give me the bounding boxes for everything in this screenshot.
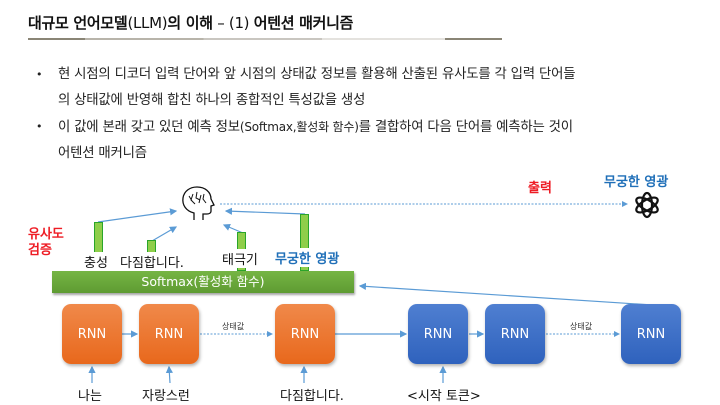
attention-word-3: 태극기	[222, 249, 258, 268]
bullet-2-line-2: 어텐션 매커니즘	[58, 146, 147, 161]
bullet-list: • 현 시점의 디코더 입력 단어와 앞 시점의 상태값 정보를 활용해 산출된…	[30, 62, 700, 167]
output-label: 출력	[528, 181, 552, 196]
encoder-input-1: 나는	[78, 389, 102, 404]
bullet-1-line-1: 현 시점의 디코더 입력 단어와 앞 시점의 상태값 정보를 활용해 산출된 유…	[58, 67, 576, 82]
bullet-2-text-a: 이 값에 본래 갖고 있던 예측 정보	[58, 120, 240, 135]
arrow-input-2	[165, 365, 173, 384]
title-dash: – (1)	[212, 14, 254, 32]
encoder-rnn-2: RNN	[139, 304, 199, 364]
attention-word-2: 다짐합니다.	[120, 252, 184, 271]
decoder-rnn-3: RNN	[621, 304, 681, 364]
encoder-input-2: 자랑스런	[142, 389, 190, 404]
encoder-rnn-1: RNN	[62, 304, 122, 364]
bullet-2-text-b: 를 결합하여 다음 단어를 예측하는 것이	[358, 120, 573, 135]
bullet-marker: •	[36, 68, 43, 81]
arrow-bar4-to-brain	[224, 207, 306, 215]
bullet-item-2: • 이 값에 본래 갖고 있던 예측 정보(Softmax,활성화 함수)를 결…	[30, 114, 700, 167]
arrow-bar2-to-brain	[151, 226, 178, 242]
similarity-bar-4	[300, 214, 309, 271]
attention-word-4: 무궁한 영광	[275, 248, 340, 267]
page-title: 대규모 언어모델(LLM)의 이해 – (1) 어텐션 매커니즘	[28, 12, 353, 33]
state-label-encoder: 상태값	[222, 322, 245, 331]
decoder-input: <시작 토큰>	[407, 389, 481, 404]
encoder-rnn-3: RNN	[275, 304, 335, 364]
bullet-2-text-paren: (Softmax,활성화 함수)	[239, 120, 359, 134]
encoder-input-3: 다짐합니다.	[280, 389, 344, 404]
decoder-rnn-1: RNN	[408, 304, 468, 364]
head-brain-icon	[182, 186, 215, 220]
title-mid: 의 이해	[167, 14, 213, 32]
bullet-1-line-2: 의 상태값에 반영해 합친 하나의 종합적인 특성값을 생성	[58, 93, 366, 108]
arrow-decoder-to-softmax	[358, 282, 669, 307]
bullet-marker: •	[36, 120, 43, 133]
output-word: 무궁한 영광	[604, 175, 669, 190]
openai-logo-icon	[635, 191, 659, 219]
softmax-layer: Softmax(활성화 함수)	[52, 271, 354, 293]
arrow-bar3-to-brain	[222, 224, 244, 234]
attention-word-1: 충성	[84, 252, 108, 271]
title-prefix: 대규모 언어모델	[28, 14, 128, 32]
similarity-label: 유사도 검증	[28, 227, 64, 259]
decoder-rnn-2: RNN	[485, 304, 545, 364]
similarity-label-line-2: 검증	[28, 243, 52, 258]
bullet-item-1: • 현 시점의 디코더 입력 단어와 앞 시점의 상태값 정보를 활용해 산출된…	[30, 62, 700, 114]
state-label-decoder: 상태값	[570, 322, 593, 331]
arrow-bar1-to-brain	[97, 208, 178, 223]
title-llm: (LLM)	[127, 14, 168, 32]
similarity-label-line-1: 유사도	[28, 227, 64, 242]
title-divider	[28, 38, 502, 40]
title-suffix: 어텐션 매커니즘	[253, 14, 354, 32]
bullet-2-line-1: 이 값에 본래 갖고 있던 예측 정보(Softmax,활성화 함수)를 결합하…	[58, 114, 700, 141]
